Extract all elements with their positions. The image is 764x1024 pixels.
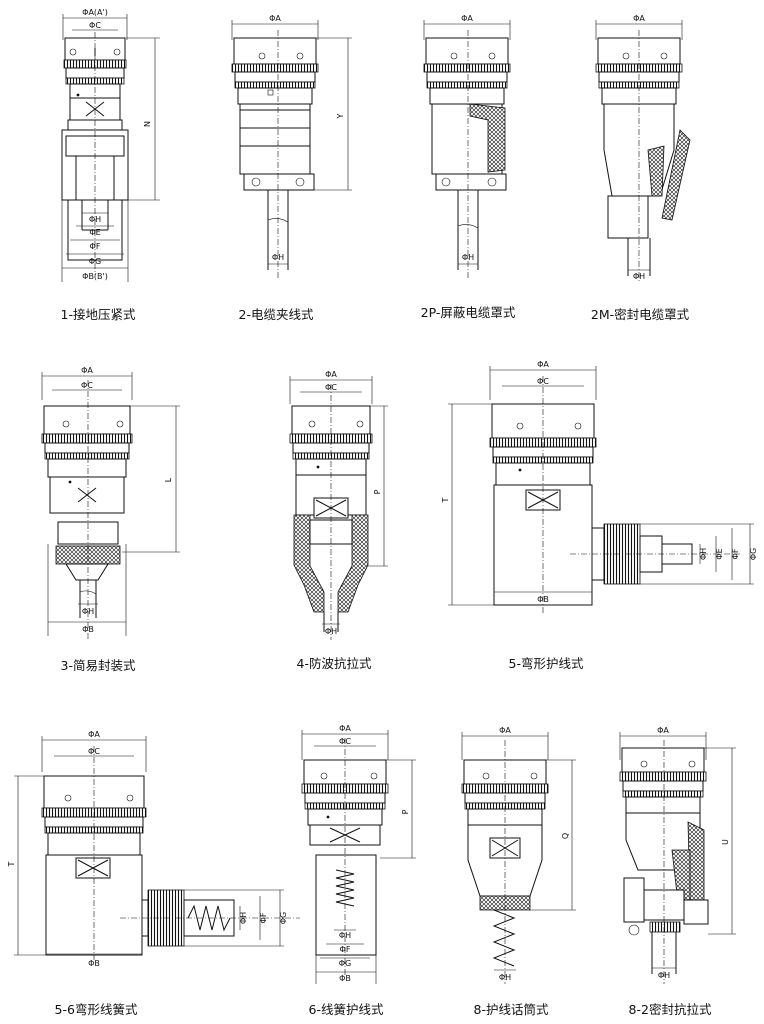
d7-dim-f: ΦF bbox=[731, 548, 740, 559]
d7-dim-h: ΦH bbox=[699, 548, 708, 560]
d1-dim-a: ΦA(A') bbox=[82, 8, 108, 17]
d8-dim-t: T bbox=[7, 861, 16, 867]
diagram-8: ΦA ΦC T ΦH ΦF ΦG ΦB bbox=[7, 730, 300, 968]
caption-2: 2-电缆夹线式 bbox=[239, 307, 314, 322]
caption-7: 5-弯形护线式 bbox=[509, 656, 584, 671]
caption-9: 6-线簧护线式 bbox=[309, 1002, 384, 1017]
d1-dim-n: N bbox=[143, 121, 152, 127]
d9-dim-b: ΦB bbox=[339, 974, 351, 983]
d6-dim-a: ΦA bbox=[325, 370, 337, 379]
d1-dim-g: ΦG bbox=[89, 257, 102, 266]
d5-dim-h: ΦH bbox=[82, 607, 94, 616]
diagram-3: ΦA ΦH bbox=[423, 14, 511, 278]
d8-dim-f: ΦF bbox=[259, 912, 268, 923]
d3-dim-h: ΦH bbox=[462, 253, 474, 262]
d11-dim-a: ΦA bbox=[657, 726, 669, 735]
d7-dim-b: ΦB bbox=[537, 595, 549, 604]
d1-dim-e: ΦE bbox=[89, 228, 100, 237]
d9-dim-f: ΦF bbox=[340, 945, 351, 954]
diagram-1: ΦA(A') ΦC N ΦH ΦE ΦF bbox=[61, 8, 160, 282]
d2-dim-a: ΦA bbox=[269, 14, 281, 23]
caption-3: 2P-屏蔽电缆罩式 bbox=[421, 305, 516, 320]
d9-dim-h: ΦH bbox=[339, 931, 351, 940]
d5-dim-b: ΦB bbox=[82, 625, 94, 634]
d1-dim-h: ΦH bbox=[89, 215, 101, 224]
caption-10: 8-护线话筒式 bbox=[474, 1002, 549, 1017]
diagram-11: ΦA U ΦH bbox=[619, 726, 736, 984]
d7-dim-a: ΦA bbox=[537, 360, 549, 369]
diagram-2: ΦA Y ΦH bbox=[231, 14, 352, 278]
d5-dim-c: ΦC bbox=[81, 381, 93, 390]
d3-dim-a: ΦA bbox=[461, 14, 473, 23]
caption-5: 3-简易封装式 bbox=[61, 658, 136, 673]
caption-1: 1-接地压紧式 bbox=[61, 307, 136, 322]
d2-dim-y: Y bbox=[336, 113, 345, 119]
d8-dim-g: ΦG bbox=[279, 912, 288, 925]
diagram-9: ΦA ΦC P ΦH ΦF ΦG ΦB bbox=[301, 724, 416, 984]
d9-dim-p: P bbox=[401, 809, 410, 814]
d9-dim-g: ΦG bbox=[339, 959, 352, 968]
diagram-4: ΦA ΦH bbox=[595, 14, 691, 282]
caption-4: 2M-密封电缆罩式 bbox=[591, 307, 690, 322]
caption-6: 4-防波抗拉式 bbox=[297, 656, 372, 671]
caption-11: 8-2密封抗拉式 bbox=[629, 1002, 712, 1017]
diagram-10: ΦA Q ΦH bbox=[461, 726, 576, 984]
d10-dim-h: ΦH bbox=[499, 973, 511, 982]
d4-dim-h: ΦH bbox=[633, 272, 645, 281]
d8-dim-a: ΦA bbox=[88, 730, 100, 739]
d8-dim-b: ΦB bbox=[88, 959, 100, 968]
d1-dim-b: ΦB(B') bbox=[82, 272, 108, 281]
diagram-6: ΦA ΦC P ΦH bbox=[289, 370, 388, 640]
d7-dim-g: ΦG bbox=[749, 548, 758, 561]
d9-dim-a: ΦA bbox=[339, 724, 351, 733]
d11-dim-u: U bbox=[721, 839, 730, 845]
d5-dim-a: ΦA bbox=[81, 366, 93, 375]
d1-dim-f: ΦF bbox=[90, 242, 101, 251]
d8-dim-h: ΦH bbox=[239, 912, 248, 924]
d7-dim-e: ΦE bbox=[715, 548, 724, 559]
d1-dim-c: ΦC bbox=[89, 21, 101, 30]
diagram-7: ΦA ΦC T ΦH ΦE ΦF ΦG ΦB bbox=[441, 360, 758, 614]
diagram-5: ΦA ΦC L ΦH ΦB bbox=[41, 366, 180, 640]
d10-dim-a: ΦA bbox=[499, 726, 511, 735]
d6-dim-h: ΦH bbox=[325, 627, 337, 636]
caption-8: 5-6弯形线簧式 bbox=[55, 1002, 138, 1017]
d5-dim-l: L bbox=[164, 477, 173, 482]
d2-dim-h: ΦH bbox=[272, 253, 284, 262]
d6-dim-p: P bbox=[373, 489, 382, 494]
d4-dim-a: ΦA bbox=[633, 14, 645, 23]
d11-dim-h: ΦH bbox=[658, 971, 670, 980]
d10-dim-q: Q bbox=[561, 833, 570, 839]
d7-dim-t: T bbox=[441, 497, 450, 503]
